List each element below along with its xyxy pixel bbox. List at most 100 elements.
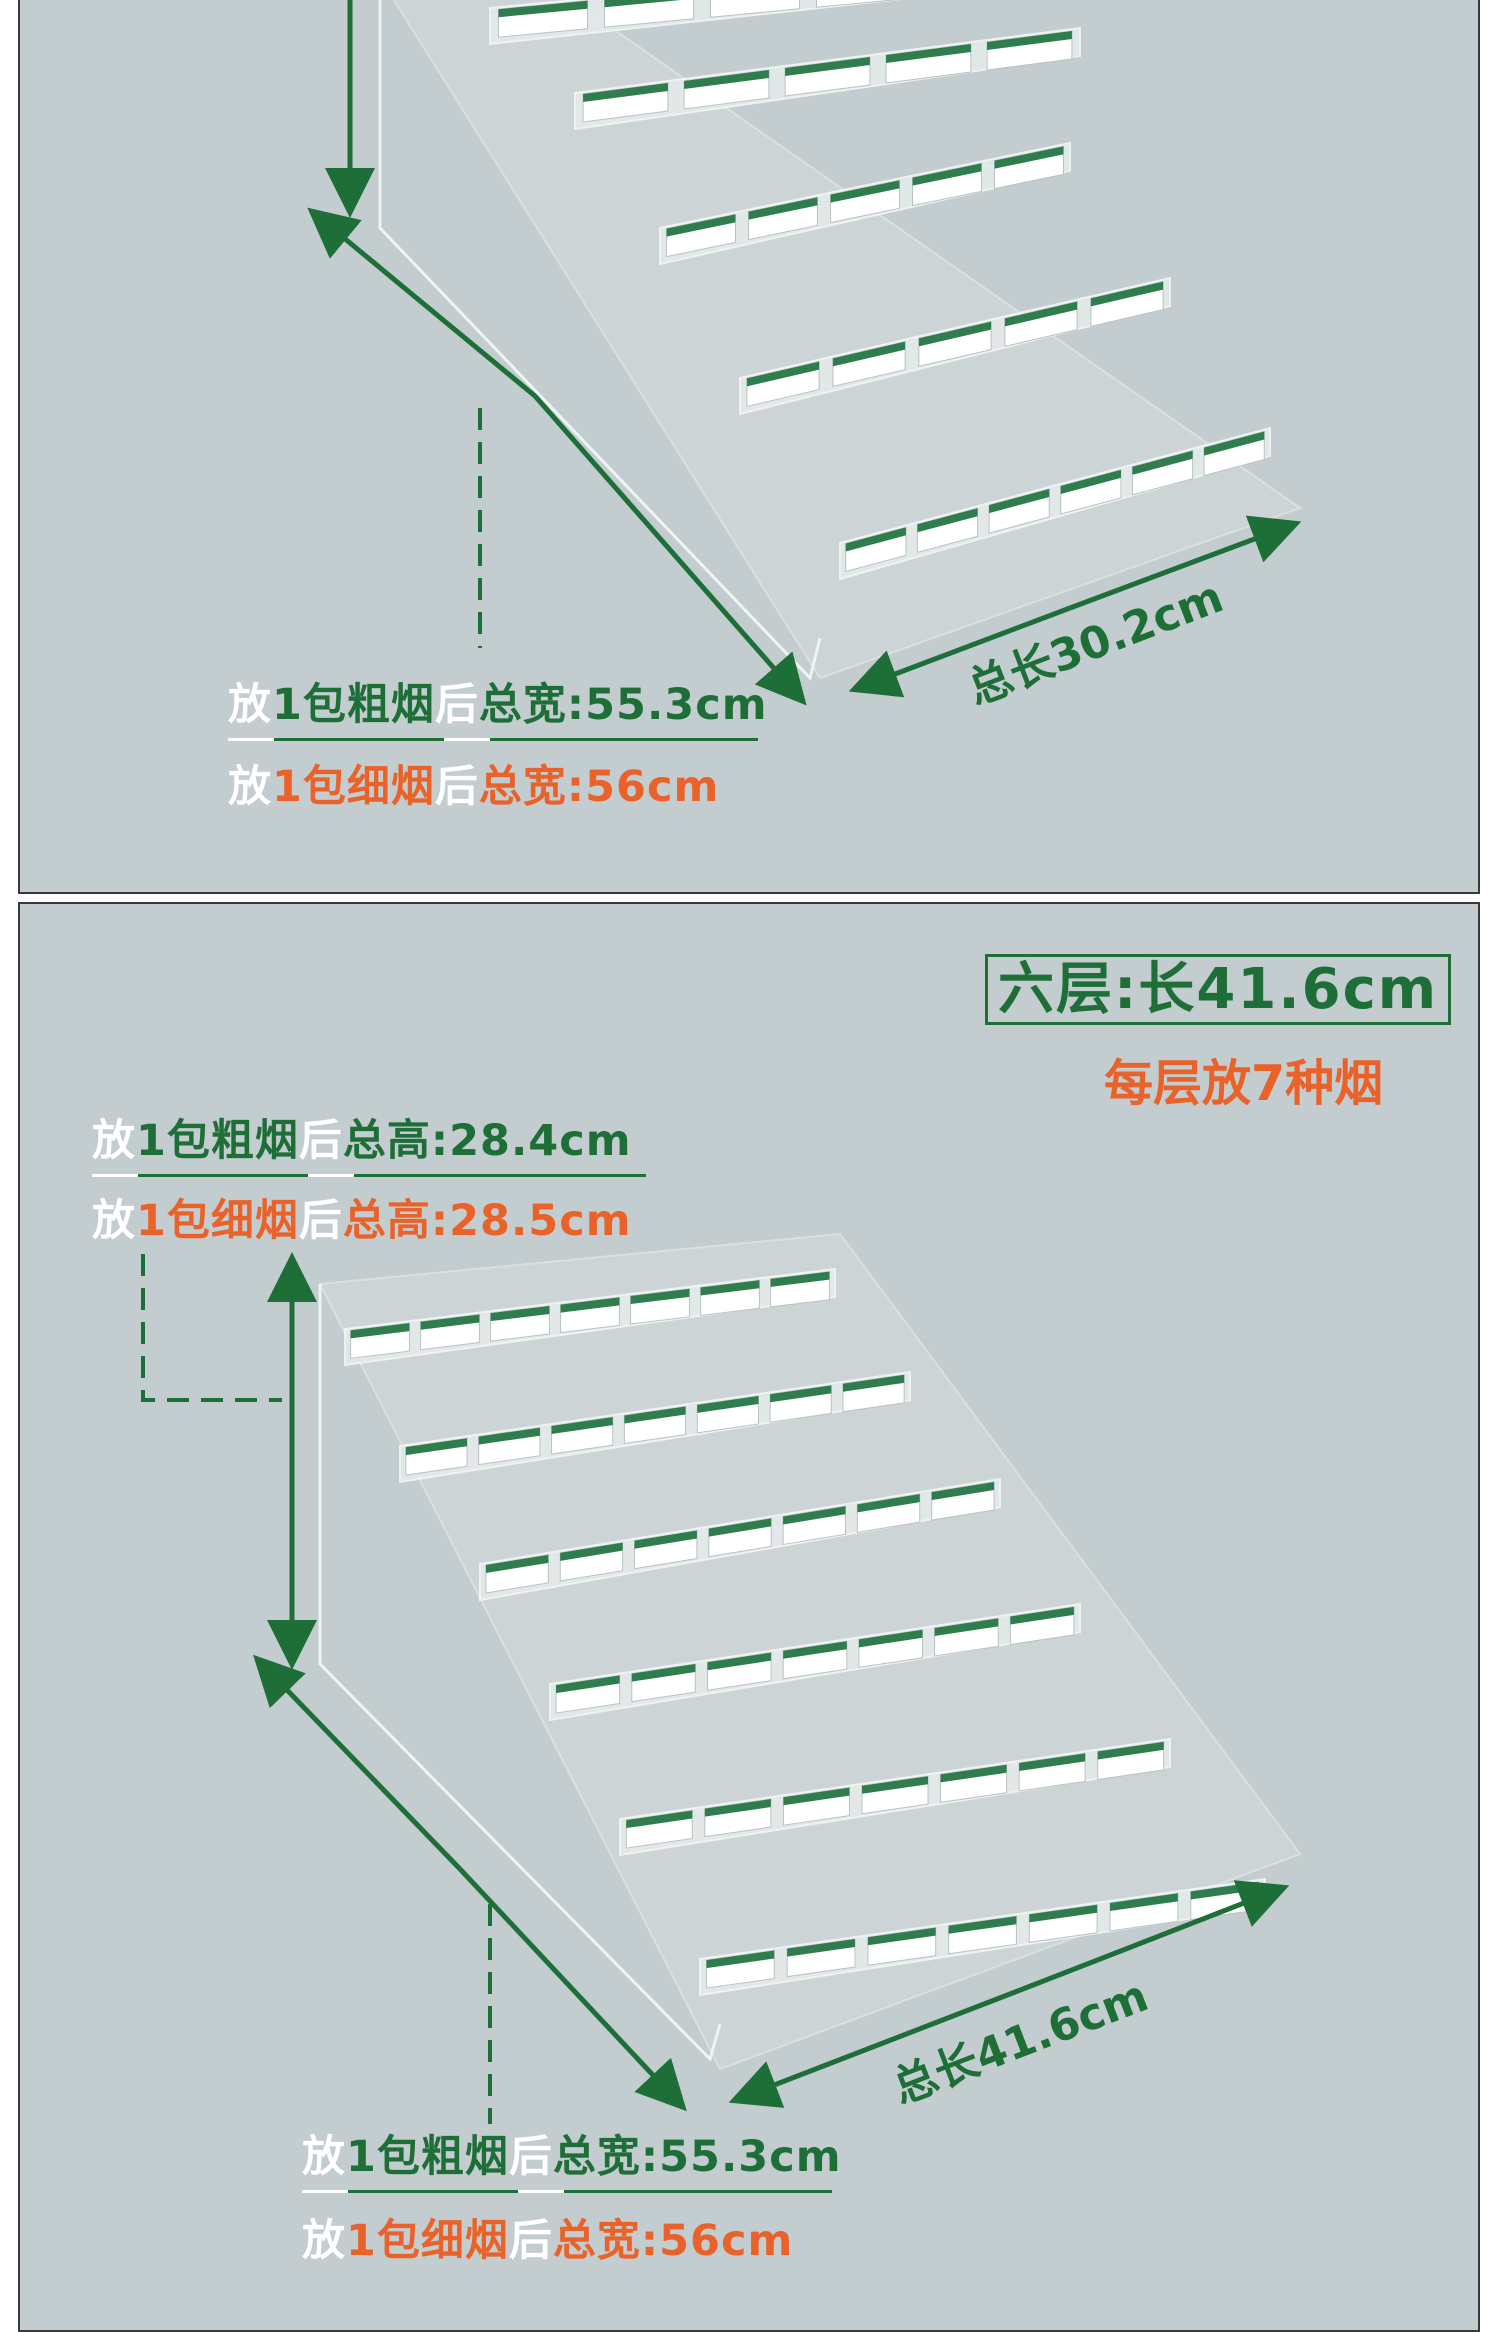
price-tag-header	[1090, 281, 1164, 307]
thin-width-label: 放1包细烟后总宽:56cm	[228, 766, 719, 809]
price-tag-header	[842, 1374, 905, 1392]
price-tag-header	[708, 1518, 772, 1537]
price-tag-header	[624, 1406, 686, 1424]
label-after: 后	[508, 2216, 553, 2266]
underline-green	[564, 2190, 832, 2193]
thin-height-label: 放1包细烟后总高:28.5cm	[92, 1200, 632, 1243]
underline-green	[274, 738, 444, 741]
thick-height-label: 放1包粗烟后总高:28.4cm	[92, 1120, 632, 1163]
price-tag-header	[700, 1280, 760, 1296]
underline-green	[490, 738, 758, 741]
shelf-rail	[489, 0, 902, 46]
price-tag-header	[857, 1494, 920, 1513]
thick-width-label: 放1包粗烟后总宽:55.3cm	[302, 2136, 842, 2179]
label-put: 放	[302, 2216, 346, 2266]
price-tag-header	[862, 1776, 928, 1794]
label-put: 放	[302, 2132, 346, 2182]
dashed-guide-height	[141, 1254, 282, 1402]
label-pack: 1包粗烟	[346, 2132, 509, 2182]
width-arrow-start	[253, 1654, 462, 1871]
price-tag-header	[787, 1939, 855, 1957]
price-tag-header	[498, 0, 588, 18]
price-tag-header	[1004, 301, 1078, 327]
price-tag	[603, 0, 695, 28]
rack-side-panel	[378, 0, 822, 682]
label-after: 后	[298, 1196, 343, 1246]
underline-green	[138, 1174, 308, 1177]
price-tag-header	[832, 341, 906, 367]
bottom-product-panel: 六层:长41.6cm 每层放7种烟 放1包粗烟后总高:28.4cm 放1包细烟后…	[18, 902, 1480, 2332]
price-tag-header	[994, 146, 1064, 169]
label-after: 后	[434, 680, 479, 730]
label-put: 放	[228, 762, 272, 812]
bottom-shelf-rows	[344, 1267, 1266, 1997]
price-tag-header	[1060, 469, 1121, 494]
price-tag-header	[405, 1438, 468, 1456]
price-tag-header	[783, 1787, 850, 1806]
price-tag-header	[770, 1385, 832, 1403]
price-tag-header	[917, 508, 978, 533]
price-tag-header	[706, 1950, 775, 1969]
label-put: 放	[92, 1196, 136, 1246]
label-put: 放	[92, 1116, 136, 1166]
label-value: 总高:28.5cm	[342, 1196, 632, 1246]
price-tag-header	[770, 1271, 830, 1287]
price-tag-header	[867, 1927, 936, 1946]
layers-length-box: 六层:长41.6cm	[985, 954, 1452, 1025]
underline-green	[348, 2190, 518, 2193]
price-tag-header	[697, 1395, 759, 1413]
label-pack: 1包细烟	[272, 762, 435, 812]
price-tag-header	[783, 1641, 847, 1659]
label-pack: 1包细烟	[346, 2216, 509, 2266]
price-tag	[709, 0, 801, 18]
price-tag-header	[940, 1764, 1007, 1783]
label-value: 总高:28.4cm	[342, 1116, 632, 1166]
thin-width-label: 放1包细烟后总宽:56cm	[302, 2220, 793, 2263]
price-tag-header	[1204, 431, 1265, 456]
bottom-shelf-illustration	[141, 1232, 1302, 2124]
label-after: 后	[298, 1116, 343, 1166]
underline-white	[228, 738, 274, 741]
label-value: 总宽:56cm	[552, 2216, 794, 2266]
price-tag-header	[556, 1675, 620, 1694]
price-tag-header	[634, 1530, 697, 1549]
price-tag-header	[830, 180, 900, 203]
price-tag-header	[987, 31, 1072, 50]
top-product-panel: 总长30.2cm 放1包粗烟后总宽:55.3cm 放1包细烟后总宽:56cm	[18, 0, 1480, 894]
price-tag-header	[684, 70, 769, 89]
price-tag-header	[1132, 450, 1193, 475]
price-tag-header	[604, 0, 681, 8]
price-tag-header	[420, 1314, 480, 1330]
price-tag-header	[1029, 1904, 1098, 1923]
label-pack: 1包粗烟	[136, 1116, 299, 1166]
price-tag-header	[350, 1323, 410, 1339]
price-tag-header	[707, 1652, 772, 1671]
thick-width-label: 放1包粗烟后总宽:55.3cm	[228, 684, 768, 727]
rack-side-panel	[318, 1284, 722, 2062]
price-tag-header	[948, 1916, 1017, 1934]
top-shelf-rows	[489, 0, 1271, 581]
price-tag-header	[551, 1417, 613, 1435]
top-shelf-illustration	[307, 0, 1303, 706]
label-after: 后	[508, 2132, 553, 2182]
price-tag-header	[485, 1554, 549, 1574]
price-tag-header	[858, 1629, 923, 1648]
label-value: 总宽:55.3cm	[552, 2132, 842, 2182]
price-tag-header	[1097, 1741, 1164, 1760]
per-layer-label: 每层放7种烟	[1104, 1055, 1384, 1112]
length-arrow-start	[848, 605, 1071, 698]
price-tag-header	[785, 57, 870, 76]
price-tag-header	[490, 1305, 550, 1322]
price-tag-header	[626, 1810, 693, 1829]
width-arrow-start	[307, 207, 537, 398]
price-tag-header	[666, 214, 736, 237]
price-tag-header	[783, 1506, 846, 1525]
label-pack: 1包粗烟	[272, 680, 435, 730]
price-tag-header	[1010, 1606, 1074, 1625]
length-arrow-end	[1009, 1880, 1290, 1997]
label-pack: 1包细烟	[136, 1196, 299, 1246]
underline-white	[444, 738, 490, 741]
price-tag-header	[934, 1618, 999, 1636]
price-tag-header	[918, 321, 992, 347]
width-arrow-end	[458, 1867, 687, 2112]
